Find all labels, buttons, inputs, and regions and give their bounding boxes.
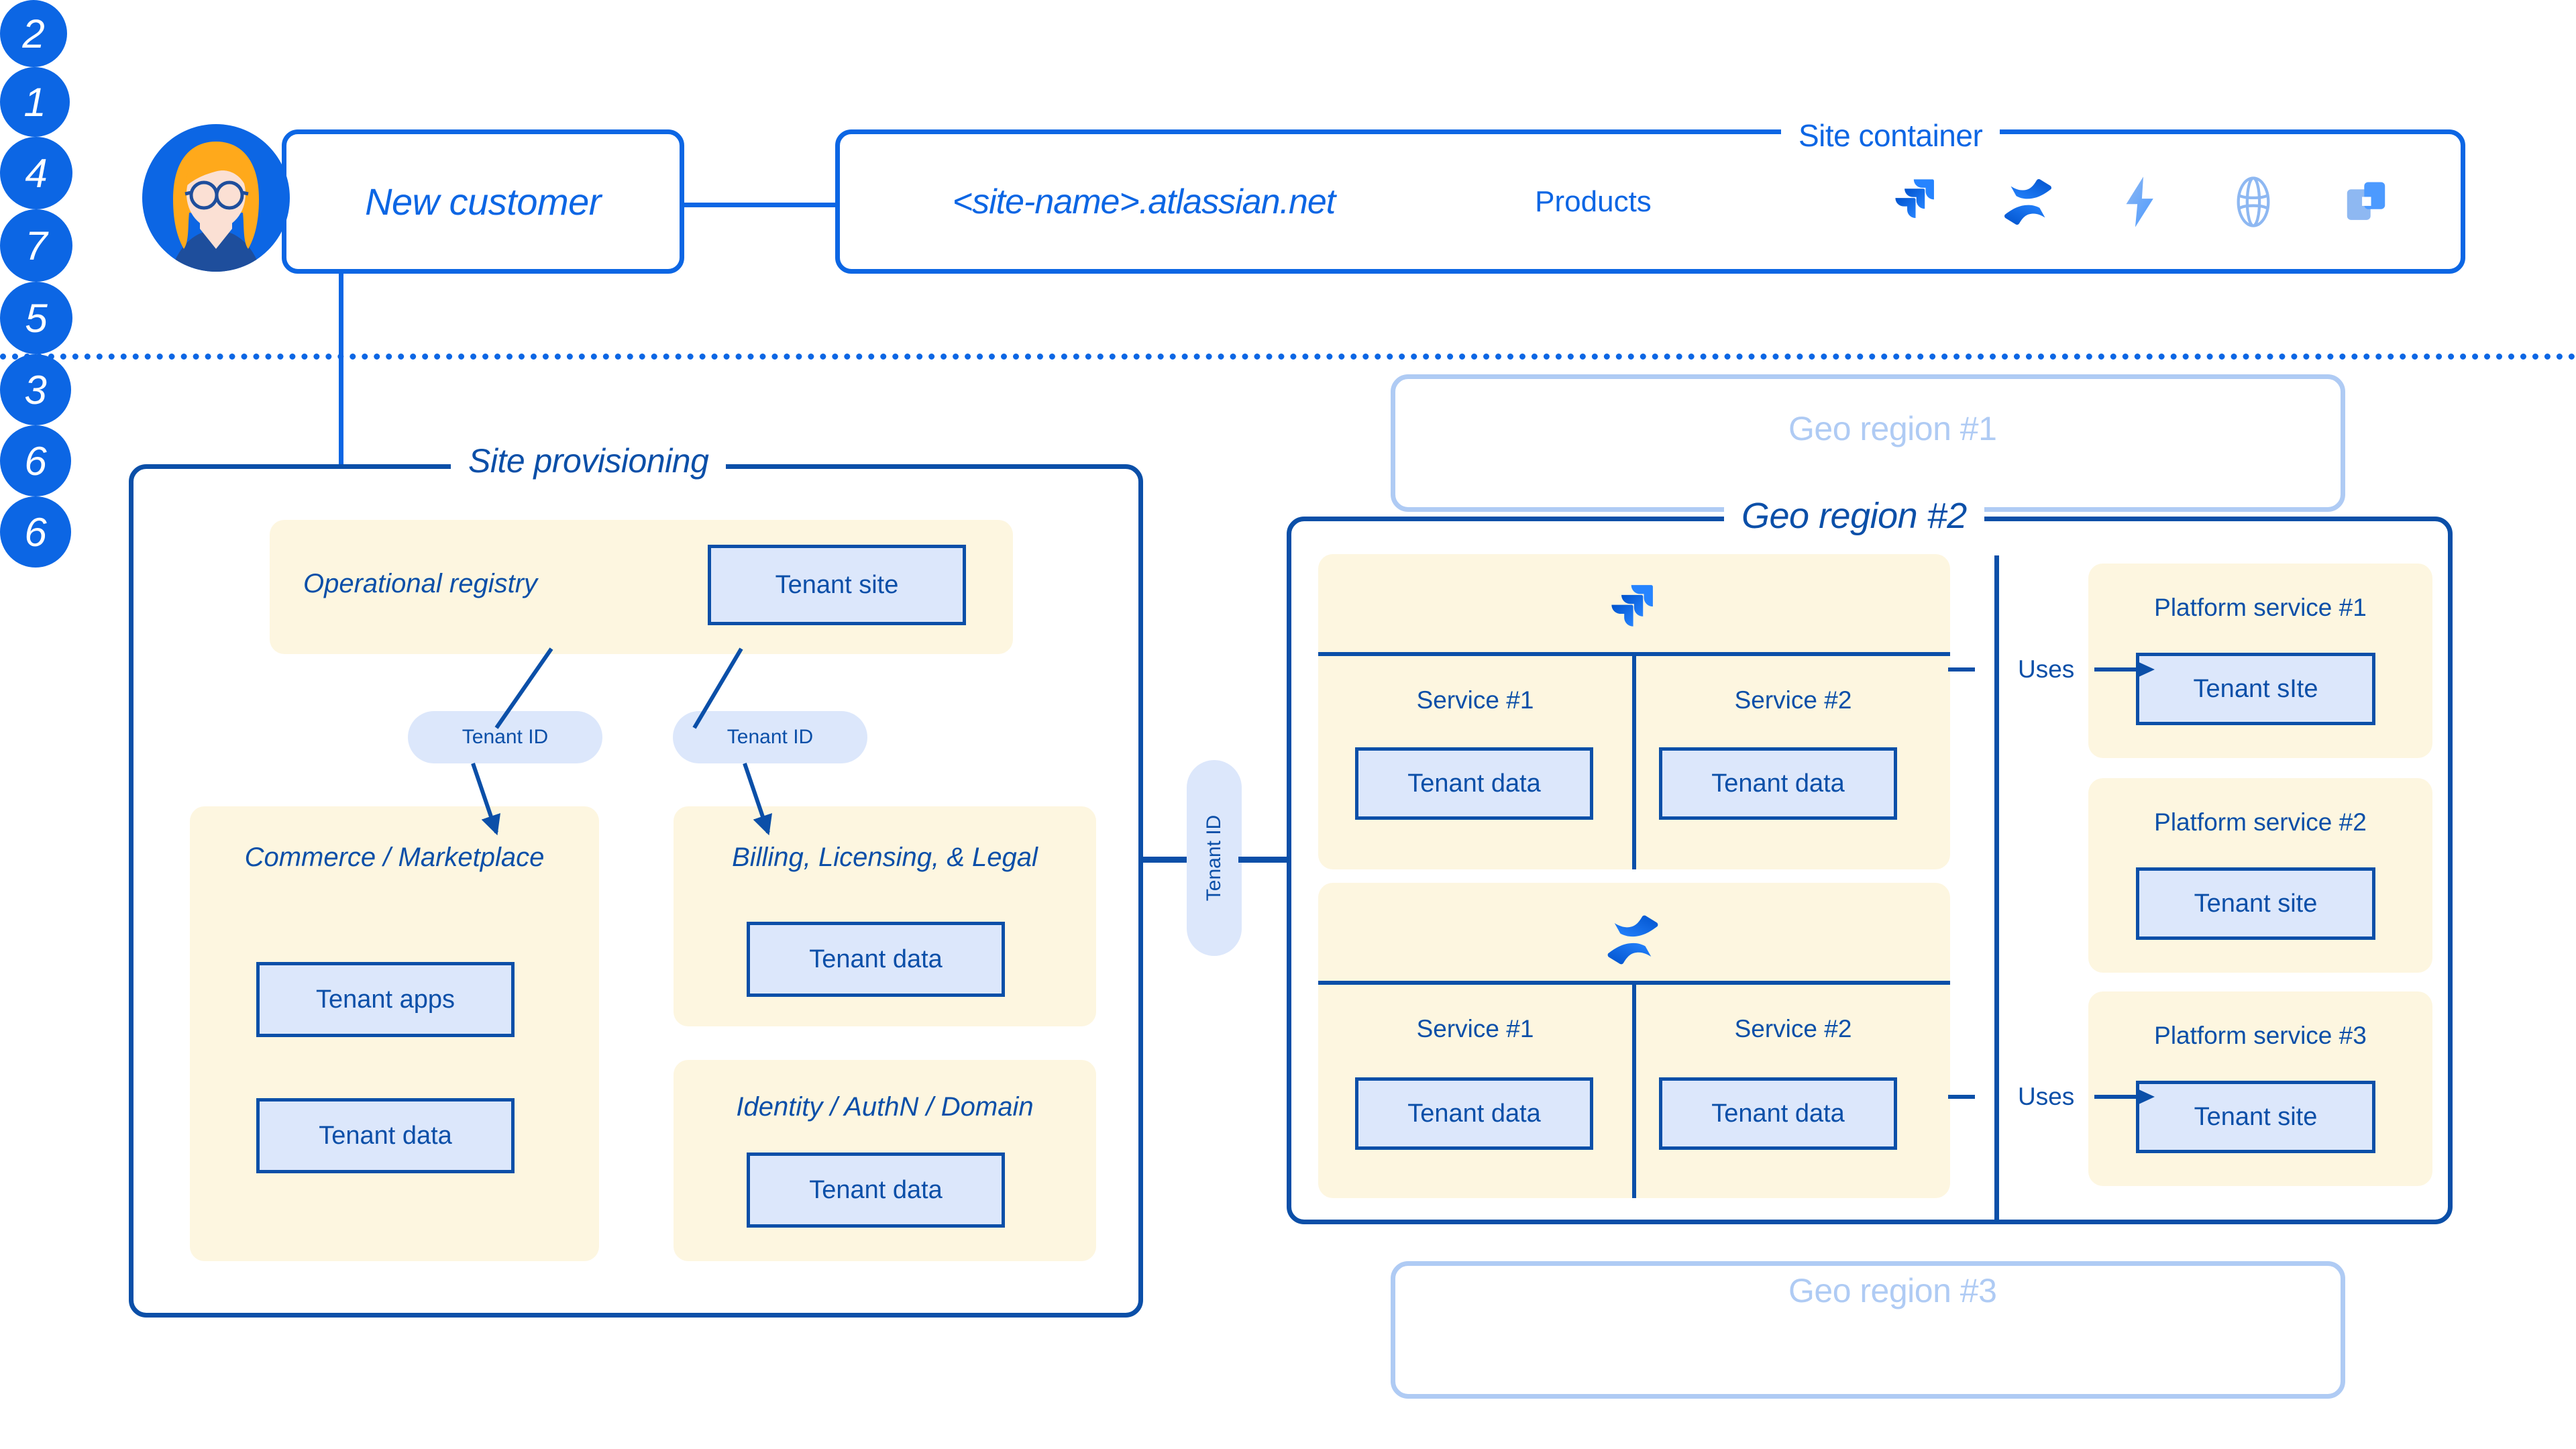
badge-6-platform: 6 — [0, 496, 71, 568]
bridge-tenant-id-pill[interactable]: Tenant ID — [1187, 760, 1242, 956]
geo-confluence-vertical-rule — [1632, 981, 1636, 1198]
svg-text:Uses: Uses — [2018, 655, 2074, 683]
site-provisioning-title: Site provisioning — [451, 441, 727, 480]
site-container-box[interactable] — [835, 129, 2465, 274]
platform-service-2-node[interactable]: Tenant site — [2136, 867, 2375, 940]
geo-product-group-jira-icon — [1602, 578, 1664, 640]
product-icon-atlas-globe[interactable] — [2224, 173, 2282, 231]
boundary-dotted-line — [0, 354, 2576, 360]
geo-jira-vertical-rule — [1632, 652, 1636, 869]
geo-region-1-title: Geo region #1 — [1788, 410, 1997, 447]
identity-tenant-data-node[interactable]: Tenant data — [747, 1152, 1005, 1228]
pill-to-panel-arrows — [471, 763, 772, 836]
badge-6-services: 6 — [0, 425, 71, 496]
geo-jira-service-2-label-wrap: Service #2 — [1734, 686, 1852, 714]
products-label-wrap: Products — [1535, 185, 1652, 218]
geo-jira-service-1-label-wrap: Service #1 — [1416, 686, 1534, 714]
geo-jira-service-1-node[interactable]: Tenant data — [1355, 747, 1593, 820]
site-container-title: Site container — [1781, 117, 2000, 154]
operational-registry-tenant-site-node[interactable]: Tenant site — [708, 545, 966, 625]
billing-tenant-data-node[interactable]: Tenant data — [747, 922, 1005, 997]
uses-connector-top: Uses — [1945, 649, 2187, 690]
tenant-id-pill-left[interactable]: Tenant ID — [408, 711, 602, 763]
product-icon-bitbucket-squares[interactable] — [2337, 173, 2395, 231]
identity-authn-domain-label-wrap: Identity / AuthN / Domain — [736, 1091, 1034, 1122]
geo-region-3-group — [1391, 1261, 2345, 1399]
commerce-tenant-data-node[interactable]: Tenant data — [256, 1098, 515, 1173]
badge-5: 5 — [0, 282, 72, 354]
commerce-tenant-apps-node[interactable]: Tenant apps — [256, 962, 515, 1037]
svg-text:Uses: Uses — [2018, 1083, 2074, 1110]
badge-3: 3 — [0, 354, 71, 425]
geo-confluence-service-1-label-wrap: Service #1 — [1416, 1015, 1534, 1042]
geo-product-group-confluence-icon — [1602, 909, 1664, 971]
geo-confluence-service-2-label-wrap: Service #2 — [1734, 1015, 1852, 1042]
platform-service-3-label-wrap: Platform service #3 — [2154, 1022, 2367, 1049]
connector-customer-to-site — [684, 203, 839, 207]
geo-region-2-title: Geo region #2 — [1724, 495, 1984, 537]
badge-1: 1 — [0, 67, 70, 137]
new-customer-box[interactable]: New customer — [282, 129, 684, 274]
uses-connector-bottom: Uses — [1945, 1077, 2187, 1117]
operational-registry-label-wrap: Operational registry — [303, 569, 538, 598]
billing-licensing-legal-label-wrap: Billing, Licensing, & Legal — [732, 842, 1038, 872]
tenant-id-pill-right[interactable]: Tenant ID — [673, 711, 867, 763]
geo-confluence-service-1-node[interactable]: Tenant data — [1355, 1077, 1593, 1150]
product-icon-jira-service-management[interactable] — [2112, 173, 2169, 231]
registry-to-pill-connectors — [494, 647, 743, 729]
geo-jira-service-2-node[interactable]: Tenant data — [1659, 747, 1897, 820]
platform-service-1-label-wrap: Platform service #1 — [2154, 594, 2367, 621]
badge-4: 4 — [0, 137, 72, 209]
platform-service-2-label-wrap: Platform service #2 — [2154, 808, 2367, 836]
platform-service-1-node[interactable]: Tenant sIte — [2136, 653, 2375, 725]
geo-region-2-split-line — [1994, 555, 1999, 1224]
commerce-marketplace-label-wrap: Commerce / Marketplace — [244, 842, 545, 872]
site-name-label: <site-name>.atlassian.net — [952, 182, 1336, 221]
connector-customer-down — [339, 272, 343, 467]
product-icon-jira[interactable] — [1886, 173, 1944, 231]
new-customer-label: New customer — [365, 180, 601, 223]
customer-avatar — [142, 124, 290, 272]
bridge-line-left — [1139, 857, 1203, 863]
bridge-line-right — [1238, 857, 1303, 863]
product-icon-confluence[interactable] — [1999, 173, 2057, 231]
badge-7: 7 — [0, 209, 72, 282]
geo-confluence-service-2-node[interactable]: Tenant data — [1659, 1077, 1897, 1150]
badge-2: 2 — [0, 0, 67, 67]
geo-region-3-title: Geo region #3 — [1788, 1272, 1997, 1309]
platform-service-3-node[interactable]: Tenant site — [2136, 1081, 2375, 1153]
